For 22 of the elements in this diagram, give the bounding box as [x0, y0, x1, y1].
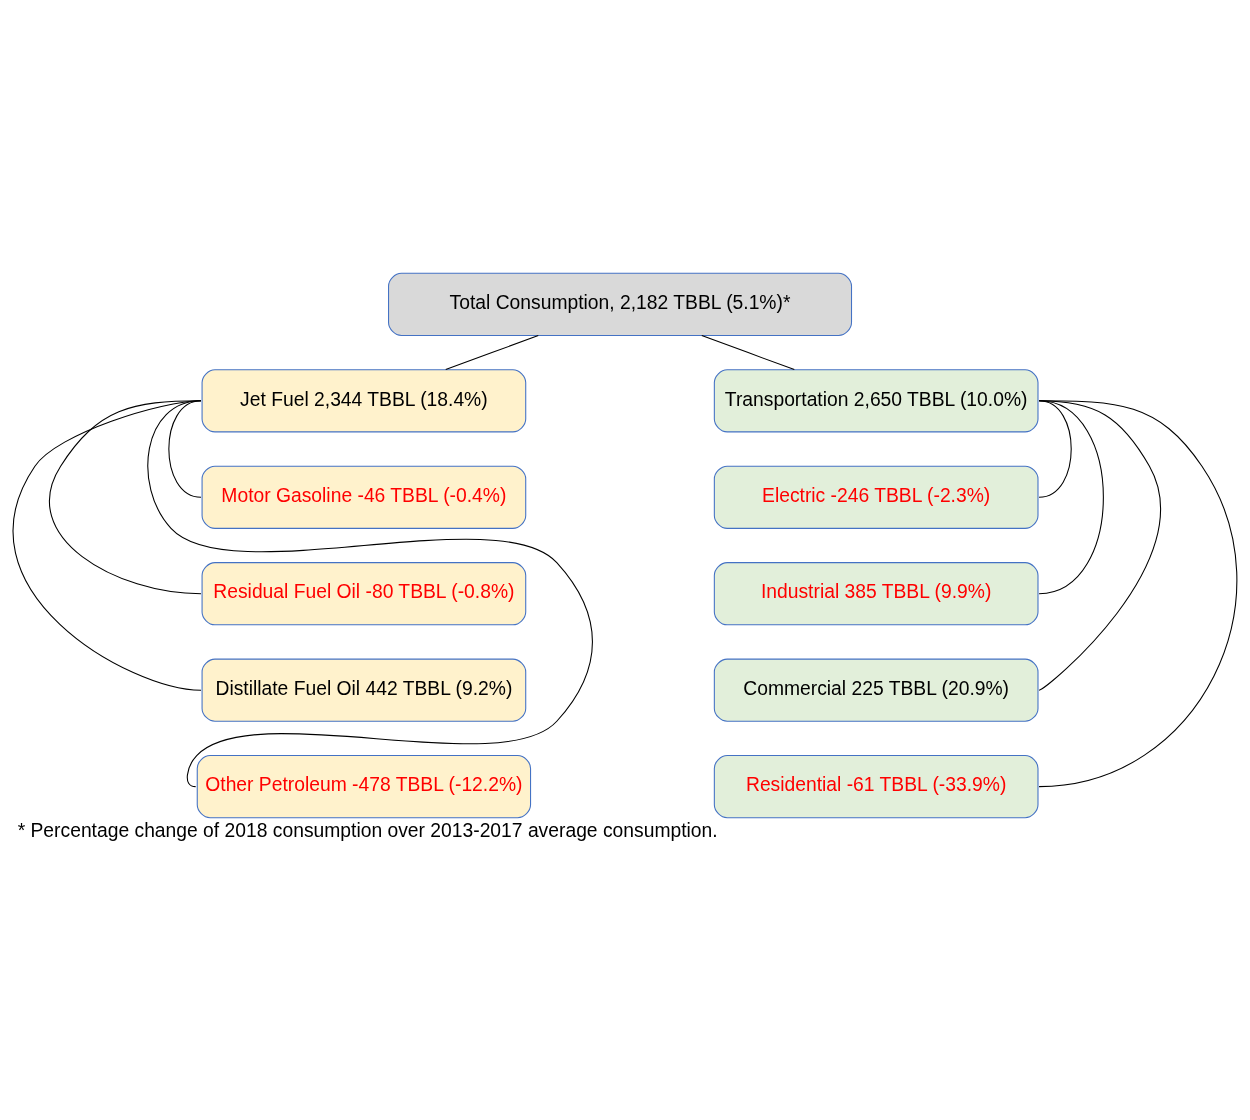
connector [168, 399, 202, 498]
connector [12, 399, 202, 691]
node-box: Jet Fuel 2,344 TBBL (18.4%) [201, 368, 527, 432]
node-box: Residential -61 TBBL (-33.9%) [713, 754, 1039, 818]
node-box: Residual Fuel Oil -80 TBBL (-0.8%) [201, 561, 527, 625]
connector [48, 399, 202, 594]
node-box: Total Consumption, 2,182 TBBL (5.1%)* [388, 272, 853, 336]
node-box: Commercial 225 TBBL (20.9%) [713, 658, 1039, 722]
node-box: Motor Gasoline -46 TBBL (-0.4%) [201, 465, 527, 529]
node-box: Transportation 2,650 TBBL (10.0%) [713, 368, 1039, 432]
connector [1038, 399, 1104, 594]
connector [445, 334, 539, 370]
node-box: Industrial 385 TBBL (9.9%) [713, 561, 1039, 625]
node-box: Other Petroleum -478 TBBL (-12.2%) [196, 754, 532, 818]
connector [1038, 399, 1238, 787]
connector [147, 399, 593, 787]
connector [1038, 399, 1072, 498]
node-box: Distillate Fuel Oil 442 TBBL (9.2%) [201, 658, 527, 722]
connector [701, 334, 795, 370]
caption: * Percentage change of 2018 consumption over 2013-2017 average consumption. [17, 819, 718, 841]
node-box: Electric -246 TBBL (-2.3%) [713, 465, 1039, 529]
connector [1038, 399, 1161, 691]
